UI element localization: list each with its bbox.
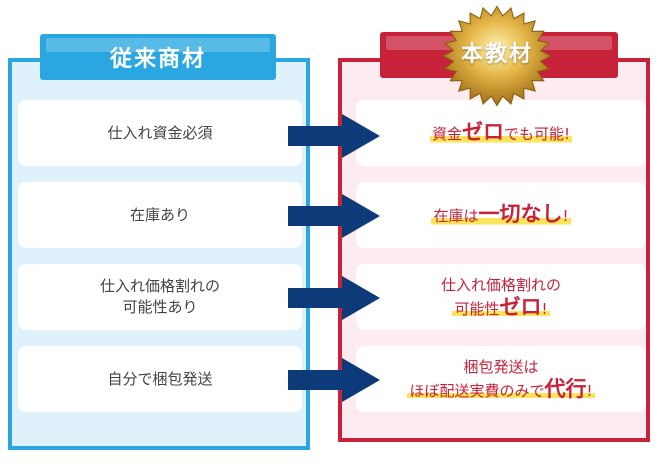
this-material-item-shipping: 梱包発送は ほぼ配送実費のみで代行! bbox=[356, 346, 646, 412]
this-material-title: 本教材 bbox=[460, 42, 533, 67]
this-material-item-price-risk: 仕入れ価格割れの 可能性ゼロ! bbox=[356, 264, 646, 330]
conventional-header: 従来商材 bbox=[40, 34, 276, 80]
item-text: ほぼ配送実費のみで bbox=[409, 382, 545, 400]
right-arrow-icon bbox=[288, 358, 380, 402]
conventional-item-shipping: 自分で梱包発送 bbox=[18, 346, 302, 412]
this-material-item-funding: 資金ゼロでも可能! bbox=[356, 100, 646, 166]
item-emphasis: ゼロ bbox=[499, 295, 542, 319]
item-text-line1: 仕入れ価格割れの bbox=[440, 276, 561, 294]
item-emphasis: 代行 bbox=[544, 377, 587, 401]
item-text: 資金 bbox=[431, 125, 462, 143]
item-text: 可能性 bbox=[454, 300, 500, 318]
gold-starburst-badge-icon bbox=[441, 5, 553, 107]
this-material-item-inventory: 在庫は一切なし! bbox=[356, 182, 646, 248]
item-emphasis: ゼロ bbox=[462, 120, 504, 144]
item-text: 在庫は bbox=[433, 207, 479, 225]
right-arrow-icon bbox=[288, 194, 380, 238]
item-text: ! bbox=[586, 382, 593, 400]
item-text: ! bbox=[562, 207, 569, 225]
right-arrow-icon bbox=[288, 114, 380, 158]
item-text: ! bbox=[541, 300, 548, 318]
conventional-title: 従来商材 bbox=[109, 47, 206, 72]
item-emphasis: 一切なし bbox=[478, 202, 563, 226]
right-arrow-icon bbox=[288, 276, 380, 320]
conventional-item-inventory: 在庫あり bbox=[18, 182, 302, 248]
conventional-item-price-risk: 仕入れ価格割れの 可能性あり bbox=[18, 264, 302, 330]
item-text: でも可能! bbox=[504, 125, 571, 143]
item-text-line1: 梱包発送は bbox=[463, 358, 539, 376]
conventional-item-funding: 仕入れ資金必須 bbox=[18, 100, 302, 166]
